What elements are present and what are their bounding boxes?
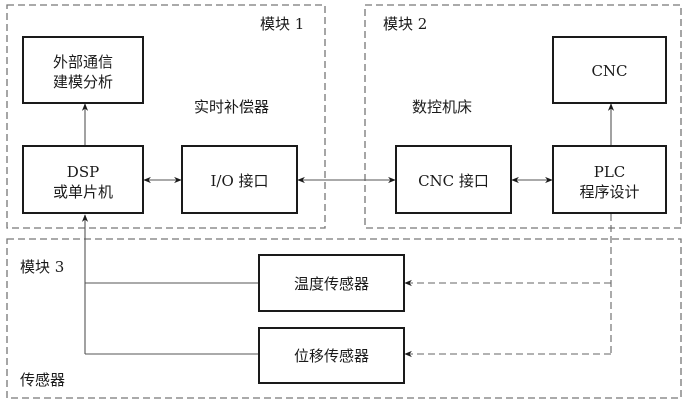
box-temp-sensor-label: 温度传感器 [294,275,369,293]
box-plc-line2: 程序设计 [579,183,639,201]
box-disp-sensor: 位移传感器 [258,327,405,384]
box-cnc: CNC [552,36,667,104]
module1-region [6,4,326,229]
module2-region [364,4,682,229]
box-cnc-label: CNC [591,62,627,80]
module1-subtitle: 实时补偿器 [194,98,269,116]
box-plc-line1: PLC [594,163,626,181]
box-cnc-interface-label: CNC 接口 [418,172,489,190]
box-dsp: DSP 或单片机 [22,145,144,214]
box-dsp-line2: 或单片机 [53,183,113,201]
box-io-interface-label: I/O 接口 [210,172,268,190]
box-io-interface: I/O 接口 [181,145,298,214]
box-disp-sensor-label: 位移传感器 [294,347,369,365]
box-plc: PLC 程序设计 [552,145,667,214]
box-external-comm-line2: 建模分析 [53,73,113,91]
module3-subtitle: 传感器 [20,371,65,389]
module3-title: 模块 3 [20,258,64,276]
box-external-comm: 外部通信 建模分析 [22,36,144,104]
module2-title: 模块 2 [383,15,427,33]
module1-title: 模块 1 [260,15,304,33]
module2-subtitle: 数控机床 [412,98,472,116]
box-temp-sensor: 温度传感器 [258,254,405,312]
box-dsp-line1: DSP [67,163,99,181]
box-cnc-interface: CNC 接口 [395,145,512,214]
module3-region [6,238,682,399]
box-external-comm-line1: 外部通信 [53,53,113,71]
